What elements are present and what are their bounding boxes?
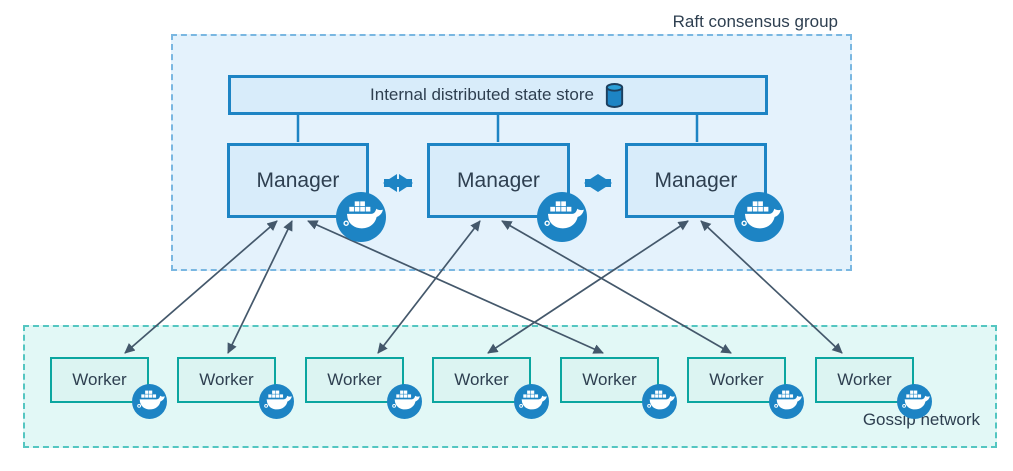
worker-node-2: Worker <box>177 357 276 403</box>
worker-node-4: Worker <box>432 357 531 403</box>
worker-label: Worker <box>709 370 764 389</box>
raft-group-label: Raft consensus group <box>672 12 838 31</box>
worker-label: Worker <box>327 370 382 389</box>
manager-node-3: Manager <box>625 143 767 218</box>
manager-label: Manager <box>654 168 738 192</box>
docker-whale-icon <box>514 384 549 419</box>
docker-whale-icon <box>537 192 587 242</box>
worker-node-1: Worker <box>50 357 149 403</box>
manager-label: Manager <box>256 168 340 192</box>
docker-whale-icon <box>769 384 804 419</box>
worker-label: Worker <box>837 370 892 389</box>
worker-label: Worker <box>582 370 637 389</box>
docker-whale-icon <box>132 384 167 419</box>
worker-label: Worker <box>199 370 254 389</box>
manager-label: Manager <box>457 168 540 192</box>
worker-node-7: Worker <box>815 357 914 403</box>
worker-node-6: Worker <box>687 357 786 403</box>
state-store-box: Internal distributed state store <box>228 75 768 115</box>
worker-node-5: Worker <box>560 357 659 403</box>
database-cylinder-icon <box>603 82 626 109</box>
docker-whale-icon <box>336 192 386 242</box>
docker-whale-icon <box>897 384 932 419</box>
docker-whale-icon <box>734 192 784 242</box>
worker-label: Worker <box>454 370 509 389</box>
worker-label: Worker <box>72 370 127 389</box>
docker-whale-icon <box>387 384 422 419</box>
worker-node-3: Worker <box>305 357 404 403</box>
docker-whale-icon <box>642 384 677 419</box>
manager-node-1: Manager <box>227 143 369 218</box>
docker-whale-icon <box>259 384 294 419</box>
gossip-network-label: Gossip network <box>862 410 980 429</box>
state-store-label: Internal distributed state store <box>370 85 594 104</box>
